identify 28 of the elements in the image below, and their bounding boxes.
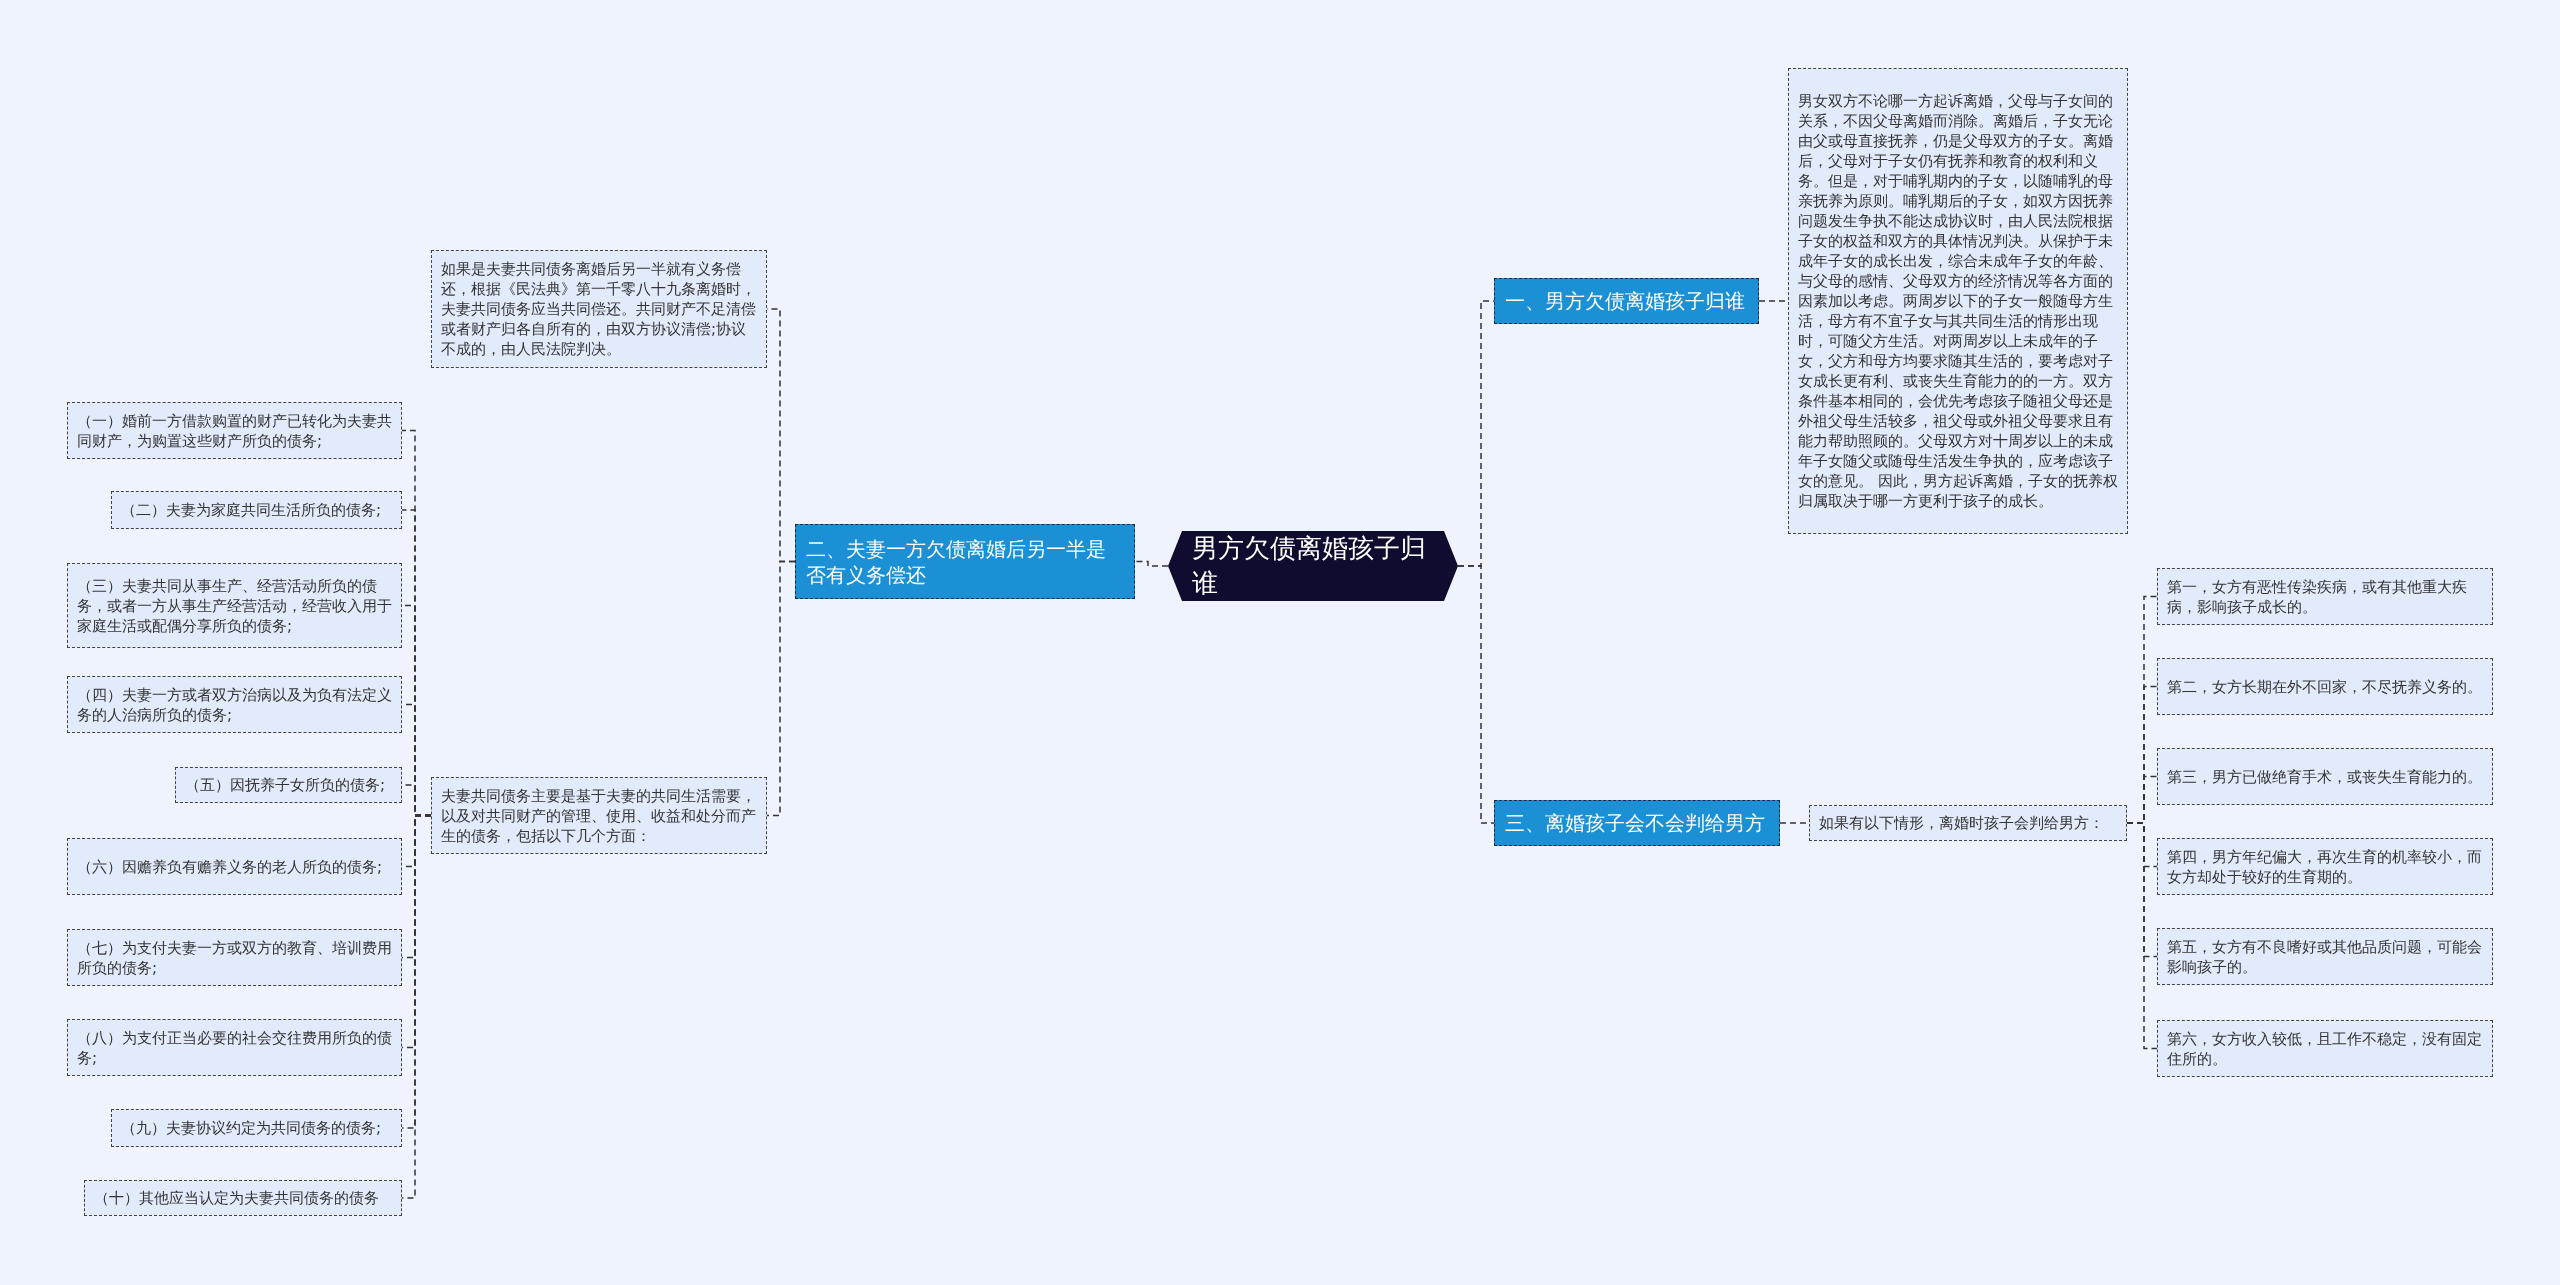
text-note: （八）为支付正当必要的社会交往费用所负的债务; (67, 1019, 402, 1076)
text-note: 第五，女方有不良嗜好或其他品质问题，可能会影响孩子的。 (2157, 928, 2493, 985)
text-note: 第六，女方收入较低，且工作不稳定，没有固定住所的。 (2157, 1020, 2493, 1077)
connector (2126, 822, 2158, 1050)
text-note: 夫妻共同债务主要是基于夫妻的共同生活需要，以及对共同财产的管理、使用、收益和处分而产生的债务，包括以下几个方面： (431, 777, 767, 854)
text-note: 第一，女方有恶性传染疾病，或有其他重大疾病，影响孩子成长的。 (2157, 568, 2493, 625)
text-note: （一）婚前一方借款购置的财产已转化为夫妻共同财产，为购置这些财产所负的债务; (67, 402, 402, 459)
text-note: （七）为支付夫妻一方或双方的教育、培训费用所负的债务; (67, 929, 402, 986)
text-note: （三）夫妻共同从事生产、经营活动所负的债务，或者一方从事生产经营活动，经营收入用于家庭生活或配偶分享所负的债务; (67, 563, 402, 648)
connector (766, 560, 796, 817)
text-note: 如果有以下情形，离婚时孩子会判给男方： (1809, 805, 2127, 841)
branch-topic: 二、夫妻一方欠债离婚后另一半是否有义务偿还 (795, 524, 1135, 599)
text-note: （二）夫妻为家庭共同生活所负的债务; (111, 491, 402, 529)
text-note: （六）因赡养负有赡养义务的老人所负的债务; (67, 838, 402, 895)
text-note: 第四，男方年纪偏大，再次生育的机率较小，而女方却处于较好的生育期的。 (2157, 838, 2493, 895)
branch-topic: 一、男方欠债离婚孩子归谁 (1494, 278, 1759, 324)
text-note: （五）因抚养子女所负的债务; (175, 767, 402, 803)
text-note: （十）其他应当认定为夫妻共同债务的债务 (84, 1180, 402, 1216)
text-note: （九）夫妻协议约定为共同债务的债务; (111, 1109, 402, 1147)
text-note: （四）夫妻一方或者双方治病以及为负有法定义务的人治病所负的债务; (67, 676, 402, 733)
connector (1134, 560, 1169, 567)
central-topic: 男方欠债离婚孩子归谁 (1168, 531, 1458, 601)
text-note: 男女双方不论哪一方起诉离婚，父母与子女间的关系，不因父母离婚而消除。离婚后，子女无论由父或母直接抚养，仍是父母双方的子女。离婚后，父母对于子女仍有抚养和教育的权利和义务。但是，对于哺乳期内的子女，以随哺乳的母亲抚养为原则。哺乳期后的子女，如双方因抚养问题发生争执不能达成协议时，由人民法院根据子女的权益和双方的具体情况判决。从保护于未成年子女的成长出发，综合未成年子女的年龄、与父母的感情、父母双方的经济情况等各方面的因素加以考虑。两周岁以下的子女一般随母方生活，母方有不宜子女与其共同生活的情形出现时，可随父方生活。对两周岁以上未成年的子女，父方和母方均要求随其生活的，要考虑对子女成长更有利、或丧失生育能力的的一方。双方条件基本相同的，会优先考虑孩子随祖父母还是外祖父母生活较多，祖父母或外祖父母要求且有能力帮助照顾的。父母双方对十周岁以上的未成年子女随父或随母生活发生争执的，应考虑该子女的意见。 因此，男方起诉离婚，子女的抚养权归属取决于哪一方更利于孩子的成长。 (1788, 68, 2128, 534)
text-note: 第二，女方长期在外不回家，不尽抚养义务的。 (2157, 658, 2493, 715)
text-note: 如果是夫妻共同债务离婚后另一半就有义务偿还，根据《民法典》第一千零八十九条离婚时，夫妻共同债务应当共同偿还。共同财产不足清偿或者财产归各自所有的，由双方协议清偿;协议不成的，由人民法院判决。 (431, 250, 767, 368)
text-note: 第三，男方已做绝育手术，或丧失生育能力的。 (2157, 748, 2493, 805)
branch-topic: 三、离婚孩子会不会判给男方 (1494, 800, 1780, 846)
connector (1457, 565, 1495, 824)
